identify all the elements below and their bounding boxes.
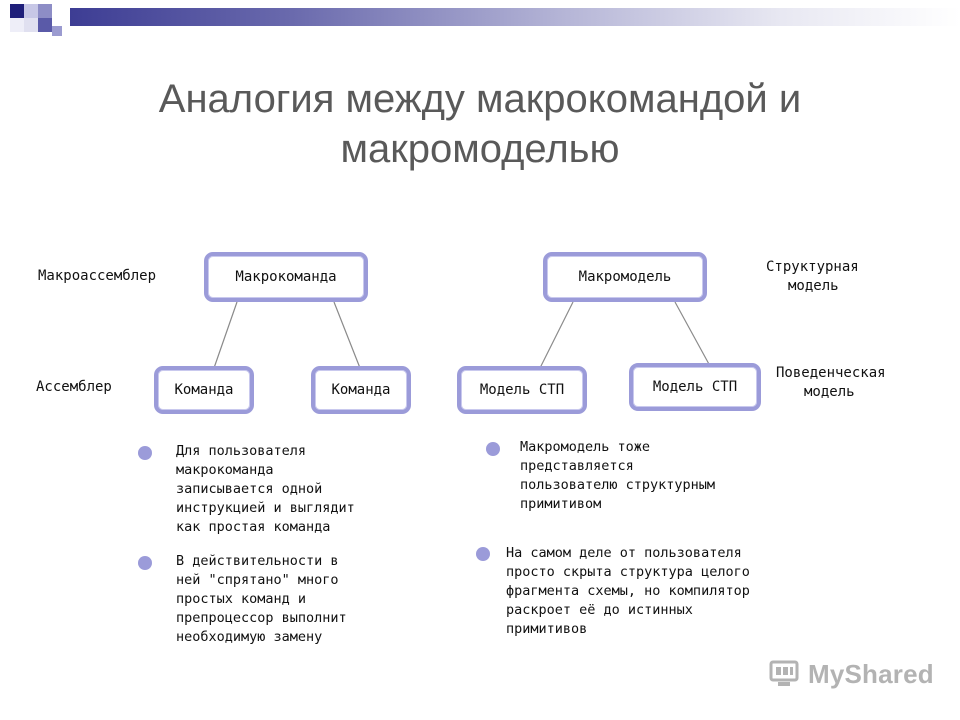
deco-square-small [52, 26, 62, 36]
deco-square-mid-2 [38, 18, 52, 32]
deco-square-dark [10, 4, 24, 18]
node-macro-command: Макрокоманда [204, 252, 368, 302]
bullet-dot-left-2 [138, 556, 152, 570]
label-macroassembler: Макроассемблер [38, 268, 157, 284]
deco-square-light [24, 4, 38, 18]
title-line-2: макромоделью [340, 127, 620, 171]
label-structural-line-2: модель [788, 278, 839, 294]
node-macro-model: Макромодель [543, 252, 707, 302]
label-behavioral-model: Поведенческая модель [776, 364, 886, 402]
title-line-1: Аналогия между макрокомандой и [158, 77, 802, 121]
bullet-dot-right-2 [476, 547, 490, 561]
note-left-1: Для пользователя макрокоманда записывает… [176, 443, 355, 535]
note-left-2: В действительности в ней "спрятано" мног… [176, 553, 347, 645]
note-right-1: Макромодель тоже представляется пользова… [520, 439, 716, 512]
note-right-2: На самом деле от пользователя просто скр… [506, 545, 750, 637]
connector-macro-to-command-1 [213, 301, 238, 369]
header-decoration [0, 0, 960, 36]
connector-macro-to-command-2 [333, 301, 361, 369]
label-behavioral-line-2: модель [804, 384, 855, 400]
node-command-2: Команда [311, 366, 411, 414]
label-structural-model: Структурная модель [766, 258, 859, 296]
watermark-text: MyShared [808, 658, 934, 689]
mycourse-icon [769, 660, 799, 686]
slide-title: Аналогия между макрокомандой и макромоде… [60, 74, 900, 174]
bullet-dot-right-1 [486, 442, 500, 456]
deco-square-light-2 [24, 18, 38, 32]
node-model-stp-2: Модель СТП [629, 363, 761, 411]
node-command-1: Команда [154, 366, 254, 414]
watermark: MyShared [768, 656, 934, 692]
deco-square-pale [10, 18, 24, 32]
node-model-stp-1: Модель СТП [457, 366, 587, 414]
deco-square-mid [38, 4, 52, 18]
label-assembler: Ассемблер [36, 379, 112, 395]
label-structural-line-1: Структурная [766, 259, 859, 275]
bullet-dot-left-1 [138, 446, 152, 460]
header-gradient-bar [70, 8, 960, 26]
connector-model-to-stp-2 [674, 301, 711, 367]
label-behavioral-line-1: Поведенческая [776, 365, 886, 381]
connector-model-to-stp-1 [539, 301, 574, 369]
